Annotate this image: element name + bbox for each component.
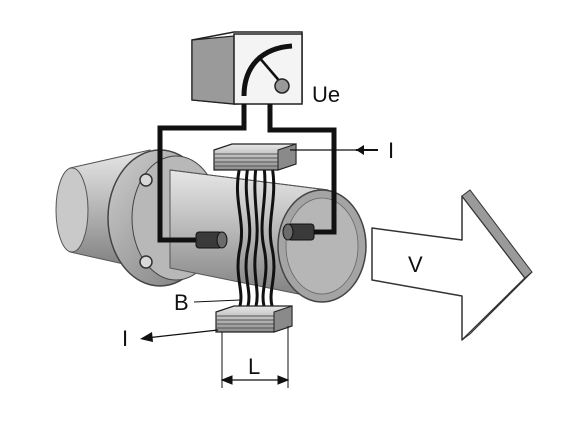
current-label-bottom: I — [122, 326, 128, 351]
electrode-wires — [157, 104, 337, 243]
magnetic-field-lines — [236, 165, 276, 307]
current-label-top: I — [388, 138, 394, 163]
current-arrow-top — [290, 145, 378, 155]
length-dimension — [220, 326, 290, 388]
voltage-label: Ue — [312, 82, 340, 107]
current-arrow-bottom — [140, 329, 219, 342]
flow-arrow-icon — [371, 189, 533, 341]
electrode-icon — [195, 231, 228, 249]
electrode-icon — [282, 223, 315, 241]
flange-bolt-icon — [139, 255, 153, 269]
flange-bolt-icon — [139, 173, 153, 187]
field-pointer — [193, 299, 241, 303]
coil-icon — [215, 305, 293, 333]
voltmeter-icon — [191, 31, 303, 105]
field-label: B — [174, 290, 189, 315]
measuring-tube — [169, 169, 367, 303]
coil-icon — [213, 143, 297, 171]
velocity-label: V — [408, 252, 423, 277]
length-label: L — [248, 354, 260, 379]
